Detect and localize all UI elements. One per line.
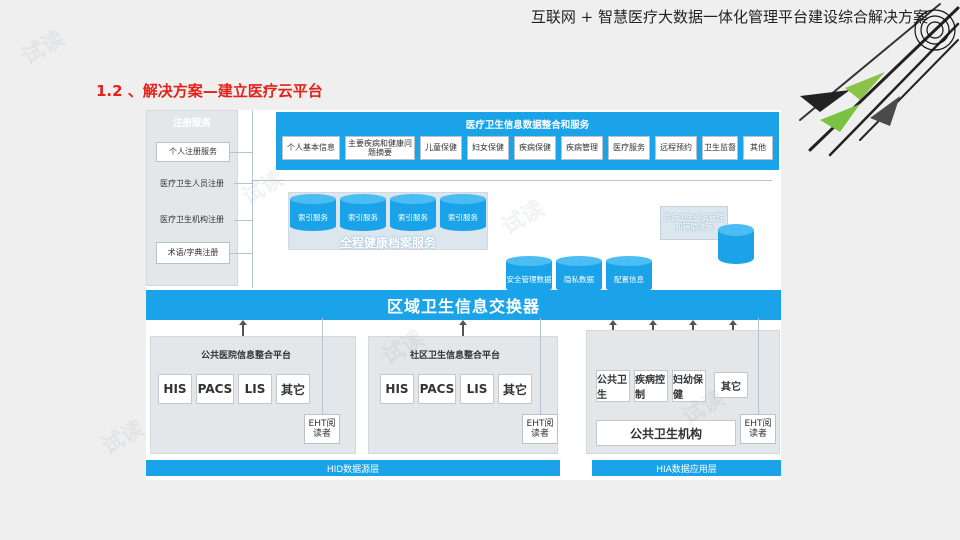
config-data-db: 配置信息 <box>606 256 652 296</box>
public-health-item: 妇幼保健 <box>672 370 706 402</box>
system-other: 其它 <box>498 374 532 404</box>
connector-line <box>252 110 253 288</box>
section-title: 1.2 、解决方案—建立医疗云平台 <box>96 82 323 100</box>
system-lis: LIS <box>238 374 272 404</box>
index-service-db: 索引服务 <box>290 194 336 234</box>
watermark: 试读 <box>17 26 69 70</box>
system-lis: LIS <box>460 374 494 404</box>
index-service-db: 索引服务 <box>440 194 486 234</box>
integration-item: 远程预约 <box>655 136 697 160</box>
hid-data-source-layer: HID数据源层 <box>146 460 560 476</box>
eht-reader: EHT阅读者 <box>740 414 776 444</box>
hia-data-application-layer: HIA数据应用层 <box>592 460 781 476</box>
registration-item: 医疗卫生机构注册 <box>160 215 224 225</box>
eht-reader: EHT阅读者 <box>522 414 558 444</box>
integration-item: 医疗服务 <box>608 136 650 160</box>
connector-line <box>230 253 252 254</box>
registration-item: 术语/字典注册 <box>156 242 230 264</box>
connector-line <box>234 220 252 221</box>
system-other: 其它 <box>276 374 310 404</box>
index-service-db: 索引服务 <box>340 194 386 234</box>
integration-item: 其他 <box>743 136 773 160</box>
presentation-title: 互联网 + 智慧医疗大数据一体化管理平台建设综合解决方案 <box>530 8 928 26</box>
security-data-db: 安全管理数据 <box>506 256 552 296</box>
connector-line <box>322 318 323 414</box>
public-health-item: 公共卫生 <box>596 370 630 402</box>
connector-line <box>234 183 252 184</box>
system-his: HIS <box>158 374 192 404</box>
platform-title: 公共医院信息整合平台 <box>200 351 291 361</box>
integration-item: 妇女保健 <box>467 136 509 160</box>
arrows-decoration-icon <box>799 3 960 157</box>
connector-line <box>230 152 252 153</box>
index-service-db: 索引服务 <box>390 194 436 234</box>
regional-health-exchanger: 区域卫生信息交换器 <box>146 290 781 320</box>
integration-item: 主要疾病和健康问题摘要 <box>345 136 415 160</box>
registration-title: 注册服务 <box>172 118 211 129</box>
system-pacs: PACS <box>418 374 456 404</box>
integration-item: 个人基本信息 <box>282 136 340 160</box>
cloud-platform-diagram: 注册服务 个人注册服务 医疗卫生人员注册 医疗卫生机构注册 术语/字典注册 医疗… <box>146 110 781 480</box>
privacy-data-db: 隐私数据 <box>556 256 602 296</box>
integration-item: 疾病管理 <box>561 136 603 160</box>
connector-line <box>252 180 772 181</box>
registration-item: 医疗卫生人员注册 <box>160 179 224 188</box>
public-health-item: 疾病控制 <box>634 370 668 402</box>
eht-reader: EHT阅读者 <box>304 414 340 444</box>
integration-item: 疾病保健 <box>514 136 556 160</box>
integration-title: 医疗卫生信息数据整合和服务 <box>465 120 590 131</box>
decision-support-box: 医疗卫生业务管理和辅助决策 <box>660 206 728 240</box>
system-his: HIS <box>380 374 414 404</box>
integration-item: 儿童保健 <box>420 136 462 160</box>
system-pacs: PACS <box>196 374 234 404</box>
public-health-org: 公共卫生机构 <box>596 420 736 446</box>
database-icon <box>718 224 754 264</box>
platform-title: 社区卫生信息整合平台 <box>409 351 500 361</box>
connector-line <box>758 318 759 414</box>
registration-item: 个人注册服务 <box>156 142 230 162</box>
health-record-label: 全程健康档案服务 <box>339 236 436 250</box>
integration-item: 卫生监督 <box>702 136 738 160</box>
connector-line <box>540 318 541 414</box>
public-health-item: 其它 <box>714 372 748 398</box>
watermark: 试读 <box>97 416 149 460</box>
